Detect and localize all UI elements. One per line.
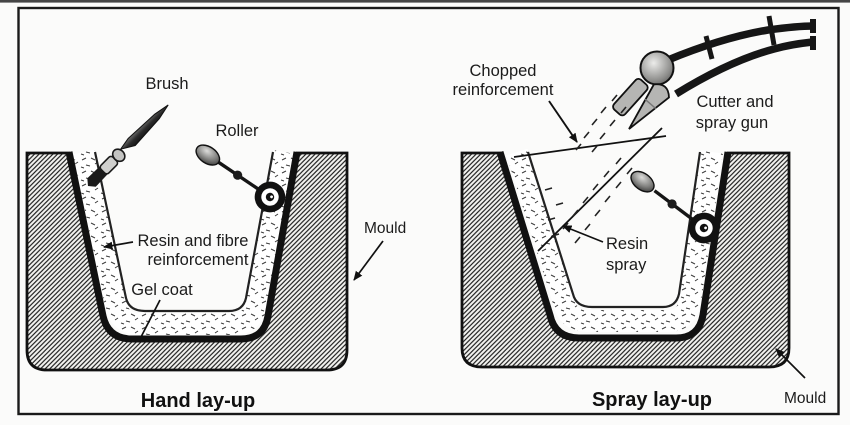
roller-hub-highlight [270,195,273,199]
brush-tool [87,104,169,187]
hand-layup-panel: Brush Roller Resin and fibre reinforceme… [25,75,406,412]
mould-arrow-left [353,240,384,281]
cutter-nozzle [612,78,649,117]
hand-layup-caption: Hand lay-up [141,390,255,412]
roller-label: Roller [215,122,259,140]
roller-tool-right [630,170,720,244]
roller-stem-bulge [667,199,677,209]
chopped-label-line1: Chopped [470,62,537,80]
hose-lower [674,38,814,98]
brush-handle [119,104,169,151]
chopped-reinforcement-arrow [548,100,578,143]
cutter-spray-gun [612,50,675,130]
roller-hub-highlight [704,226,707,230]
resin-spray-label-line1: Resin [606,235,648,253]
roller-knob [630,170,655,193]
roller-stem-bulge [233,170,243,180]
hose-clamp-2 [766,15,777,46]
gel-coat-layer [65,151,301,343]
spray-nozzle [628,83,670,130]
brush-label: Brush [145,75,188,93]
spray-cone-lower-edge [537,127,663,252]
spray-layup-caption: Spray lay-up [592,389,712,411]
gel-coat-leader-line [140,299,161,338]
resin-fibre-layer [73,149,295,335]
roller-hub [265,192,275,202]
figure-border [17,6,840,416]
supply-hoses [666,15,816,98]
resin-spray-label-line2: spray [606,256,647,274]
cutter-label-line2: spray gun [696,114,768,132]
brush-neck [111,148,126,163]
roller-knob [195,144,221,166]
spray-cone-upper-edge [513,135,667,158]
resin-fibre-label-line1: Resin and fibre [138,232,249,250]
laminate-inner-surface [93,151,275,313]
sprayed-layer [506,148,723,332]
gun-ball [639,50,675,86]
resin-fibre-arrow [103,241,134,250]
roller-hub [699,223,709,233]
resin-spray-arrow [562,225,604,243]
spray-nozzle-band [644,98,657,110]
mould-label-right: Mould [784,390,826,407]
laminate-inner-surface [526,151,702,309]
hose-clamp-1 [703,35,715,60]
cutter-label-line1: Cutter and [696,93,773,111]
roller-tool-left [195,144,286,213]
chopped-fibre-dashes [575,94,627,153]
scan-edge-strip [0,0,850,3]
roller-stem [653,189,696,223]
spray-layup-panel: Chopped reinforcement Cutter and spray g… [453,15,826,411]
gel-coat-layer [496,150,732,342]
gel-coat-label: Gel coat [131,281,193,299]
mould-label-left: Mould [364,220,406,237]
mould-arrow-right [775,348,806,379]
chopped-label-line2: reinforcement [453,81,554,99]
hose-upper [666,22,814,64]
resin-fibre-label-line2: reinforcement [148,251,249,269]
